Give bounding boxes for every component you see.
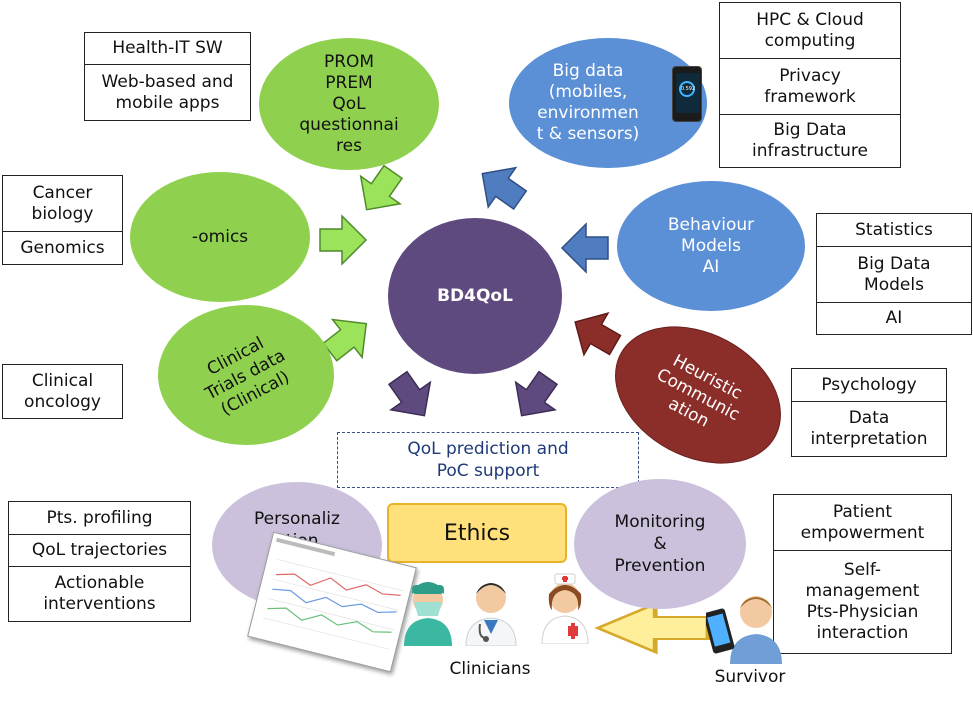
self-management: Self- management Pts-Physician interacti… (774, 550, 951, 653)
statistics: Statistics (855, 219, 933, 240)
cancer-box: Cancer biology Genomics (2, 175, 123, 265)
ethics-label: Ethics (443, 520, 511, 546)
monitoring-node: Monitoring & Prevention (574, 479, 746, 609)
hpc-box: HPC & Cloud computing Privacy framework … (719, 2, 901, 168)
big-data-models: Big Data Models (817, 246, 971, 302)
nurse-icon (541, 573, 589, 645)
center-node: BD4QoL (388, 218, 562, 374)
arrow-output-left (387, 370, 432, 417)
heuristic-label: Heuristic Communic ation (653, 350, 746, 432)
patient-empowerment: Patient empowerment (800, 501, 925, 543)
qol-prediction-box: QoL prediction and PoC support (337, 432, 639, 488)
health-it-box: Health-IT SW Web-based and mobile apps (84, 32, 251, 121)
center-label: BD4QoL (437, 286, 513, 306)
arrow-prom (359, 164, 404, 211)
cancer-biology: Cancer biology (31, 182, 94, 224)
doctor-avatar (462, 574, 520, 647)
ai: AI (817, 302, 971, 334)
prom-label: PROM PREM QoL questionnai res (299, 51, 399, 156)
profiling-box: Pts. profiling QoL trajectories Actionab… (8, 501, 191, 622)
monitoring-label: Monitoring & Prevention (614, 512, 706, 576)
clinical-trials-label: Clinical Trials data (Clinical) (202, 332, 294, 420)
health-it-sw: Health-IT SW (112, 38, 223, 58)
big-data-infrastructure: Big Data infrastructure (720, 114, 900, 167)
surgeon-icon (404, 582, 452, 646)
chart-thumbnail-graphic (263, 537, 404, 650)
doctor-icon (465, 583, 517, 647)
empowerment-box: Patient empowerment Self- management Pts… (773, 494, 952, 654)
privacy-framework: Privacy framework (720, 58, 900, 114)
actionable-interventions: Actionable interventions (9, 566, 190, 621)
prom-node: PROM PREM QoL questionnai res (259, 38, 439, 170)
big-data-label: Big data (mobiles, environmen t & sensor… (536, 61, 640, 144)
arrow-survivor (594, 601, 711, 655)
arrow-behaviour (560, 222, 609, 274)
omics-label: -omics (191, 226, 249, 247)
psychology: Psychology (821, 374, 917, 395)
phone-display-value: 0.592 (680, 86, 696, 92)
arrow-clinical-trials (322, 318, 368, 362)
qol-trajectories: QoL trajectories (9, 534, 190, 566)
clinical-oncology: Clinical oncology (24, 370, 101, 412)
data-interpretation: Data interpretation (792, 401, 946, 456)
qol-chart-thumbnail (247, 531, 417, 673)
pts-profiling: Pts. profiling (46, 507, 153, 528)
web-mobile-apps: Web-based and mobile apps (85, 64, 250, 120)
genomics: Genomics (3, 231, 122, 264)
behaviour-node: Behaviour Models AI (617, 181, 805, 311)
statistics-box: Statistics Big Data Models AI (816, 213, 972, 335)
surgeon-avatar (400, 572, 456, 646)
clinical-trials-node: Clinical Trials data (Clinical) (158, 305, 334, 445)
clinicians-label: Clinicians (449, 659, 531, 679)
arrow-omics (319, 214, 368, 266)
survivor-icon (703, 596, 782, 664)
arrow-heuristic (574, 312, 622, 357)
omics-node: -omics (130, 172, 310, 302)
survivor-avatar (703, 588, 786, 664)
survivor-label: Survivor (714, 667, 786, 687)
psychology-box: Psychology Data interpretation (791, 368, 947, 457)
qol-prediction-label: QoL prediction and PoC support (407, 439, 569, 481)
phone-icon: 0.592 (672, 66, 702, 122)
arrow-big-data (481, 166, 528, 211)
ethics-box: Ethics (387, 503, 567, 563)
clinical-oncology-box: Clinical oncology (2, 364, 123, 419)
hpc-cloud: HPC & Cloud computing (756, 9, 864, 51)
behaviour-label: Behaviour Models AI (667, 214, 755, 277)
arrow-output-right (514, 370, 559, 417)
nurse-avatar (538, 568, 592, 645)
